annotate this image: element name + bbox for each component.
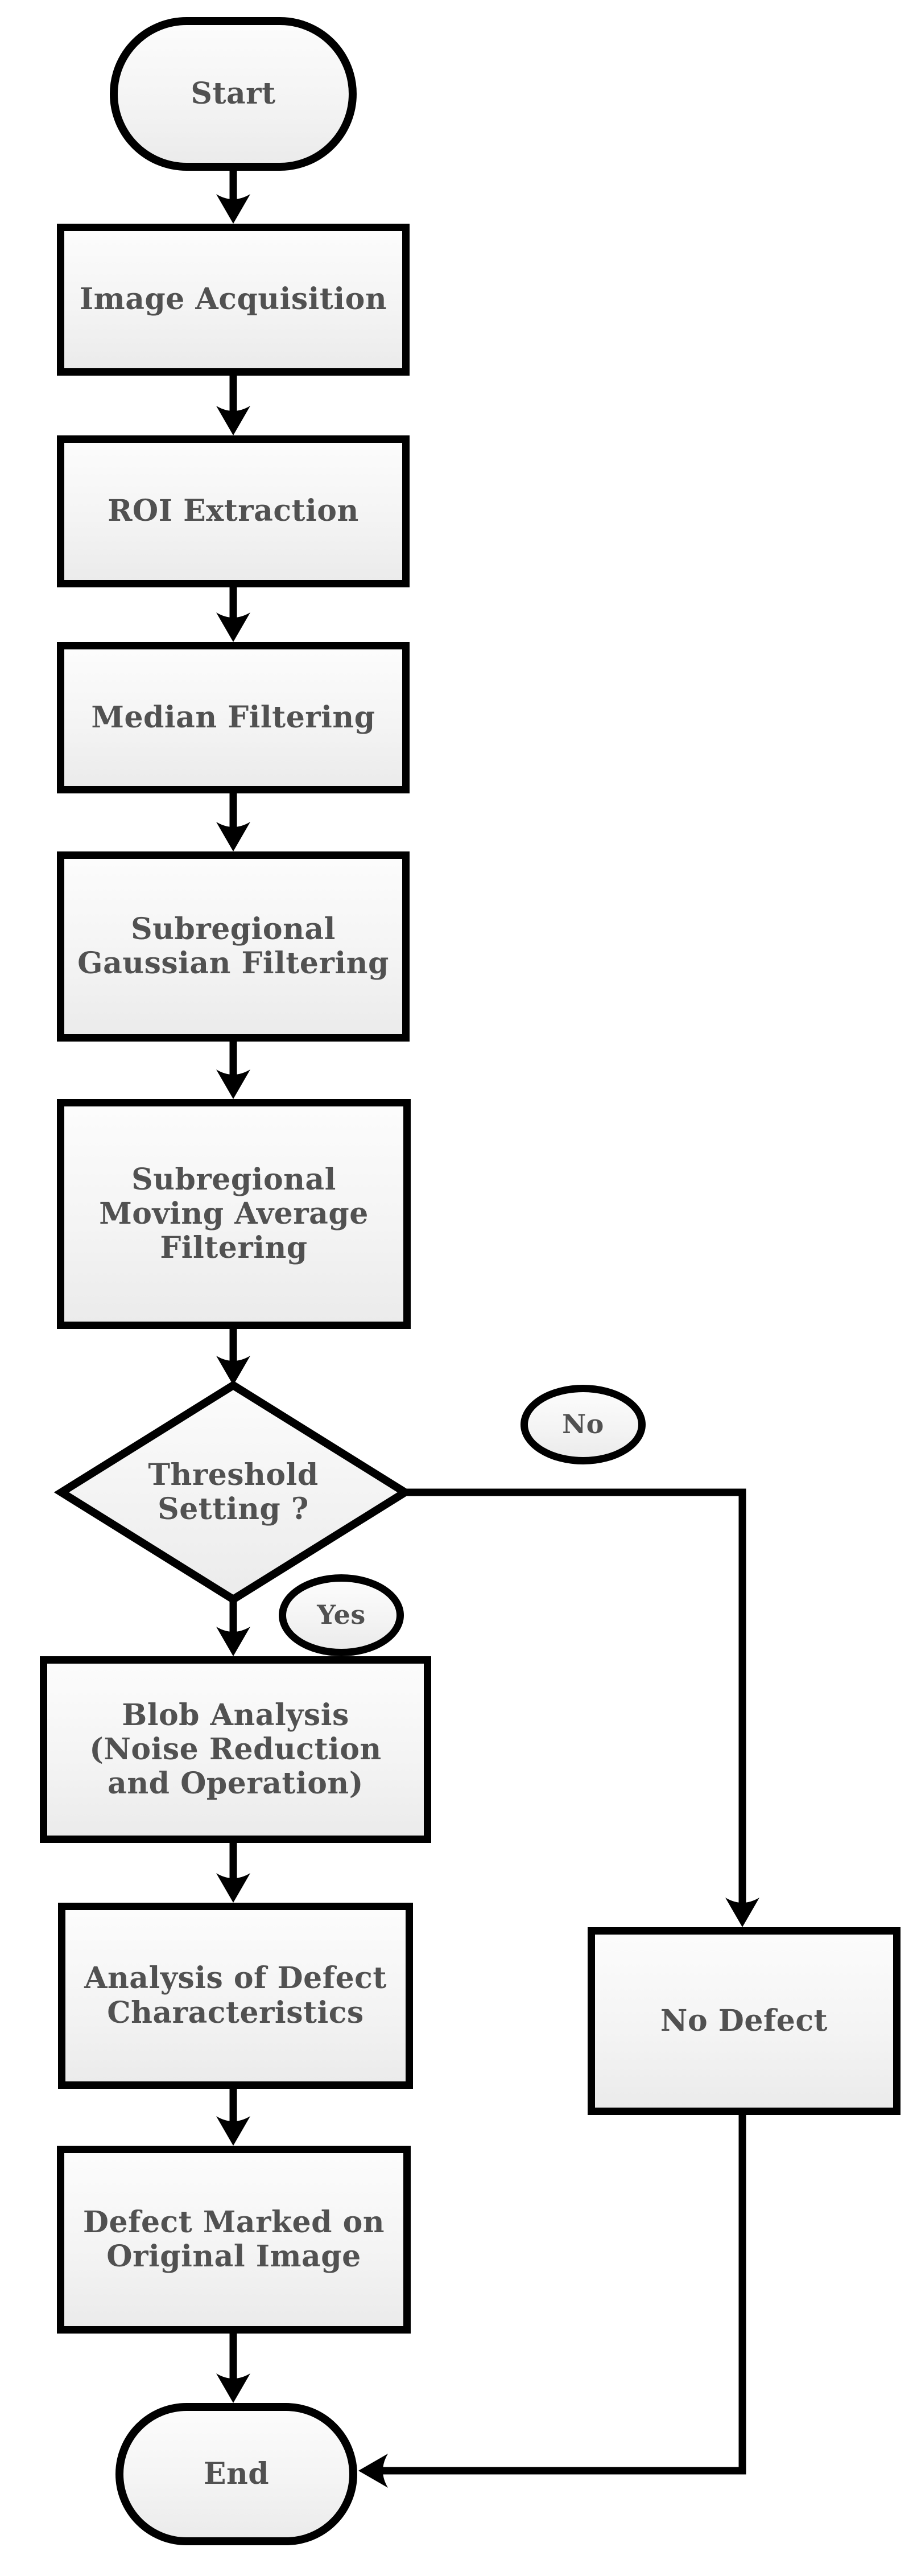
arrowhead-end-from-defect bbox=[216, 2373, 250, 2403]
node-roi-extraction: ROI Extraction bbox=[57, 435, 410, 587]
node-no-defect: No Defect bbox=[588, 1927, 901, 2115]
edge-label-no: No bbox=[562, 1409, 604, 1440]
arrowhead-defect-marked bbox=[216, 2116, 250, 2146]
edge-threshold-no-to-no-defect bbox=[404, 1488, 746, 1910]
node-image-acquisition: Image Acquisition bbox=[57, 224, 410, 376]
node-threshold-setting-label: Threshold Setting ? bbox=[148, 1457, 319, 1526]
node-subregional-gaussian-filtering: Subregional Gaussian Filtering bbox=[57, 851, 410, 1042]
node-defect-marked-on-original-image: Defect Marked on Original Image bbox=[57, 2146, 411, 2334]
node-median-filtering-label: Median Filtering bbox=[91, 699, 375, 735]
node-roi-extraction-label: ROI Extraction bbox=[108, 493, 359, 529]
arrowhead-median bbox=[216, 612, 250, 642]
decision-diamond-threshold-setting bbox=[53, 1380, 413, 1604]
arrowhead-moving-average bbox=[216, 1069, 250, 1099]
edge-no-defect-to-end bbox=[378, 2114, 746, 2475]
arrowhead-image-acquisition bbox=[216, 194, 250, 224]
edge-arrowheads bbox=[216, 194, 759, 2488]
edge-label-no-ellipse: No bbox=[521, 1385, 646, 1464]
node-start-label: Start bbox=[191, 76, 276, 111]
node-median-filtering: Median Filtering bbox=[57, 642, 410, 793]
node-blob-analysis-label: Blob Analysis (Noise Reduction and Opera… bbox=[89, 1697, 382, 1801]
arrowhead-gaussian bbox=[216, 822, 250, 851]
node-analysis-of-defect-characteristics: Analysis of Defect Characteristics bbox=[58, 1903, 413, 2089]
node-analysis-of-defect-characteristics-label: Analysis of Defect Characteristics bbox=[84, 1961, 387, 2030]
arrowhead-no-defect bbox=[725, 1898, 759, 1927]
node-start: Start bbox=[110, 17, 357, 171]
node-blob-analysis: Blob Analysis (Noise Reduction and Opera… bbox=[40, 1656, 431, 1843]
node-no-defect-label: No Defect bbox=[660, 2003, 828, 2038]
node-subregional-gaussian-filtering-label: Subregional Gaussian Filtering bbox=[77, 911, 389, 981]
node-defect-marked-on-original-image-label: Defect Marked on Original Image bbox=[82, 2204, 385, 2274]
arrowhead-threshold bbox=[216, 1356, 250, 1385]
node-end: End bbox=[115, 2403, 357, 2545]
node-subregional-moving-average-filtering-label: Subregional Moving Average Filtering bbox=[99, 1162, 369, 1266]
node-threshold-setting: Threshold Setting ? bbox=[80, 1423, 387, 1562]
node-end-label: End bbox=[203, 2456, 270, 2491]
arrowhead-roi bbox=[216, 406, 250, 435]
edge-label-yes-ellipse: Yes bbox=[279, 1574, 404, 1656]
arrowhead-analysis bbox=[216, 1873, 250, 1903]
arrowhead-blob bbox=[216, 1627, 250, 1656]
node-subregional-moving-average-filtering: Subregional Moving Average Filtering bbox=[57, 1099, 411, 1329]
edge-shafts bbox=[229, 170, 746, 2475]
edge-label-yes: Yes bbox=[317, 1599, 366, 1631]
arrowhead-end-from-no-defect bbox=[358, 2454, 388, 2488]
node-image-acquisition-label: Image Acquisition bbox=[79, 282, 387, 317]
